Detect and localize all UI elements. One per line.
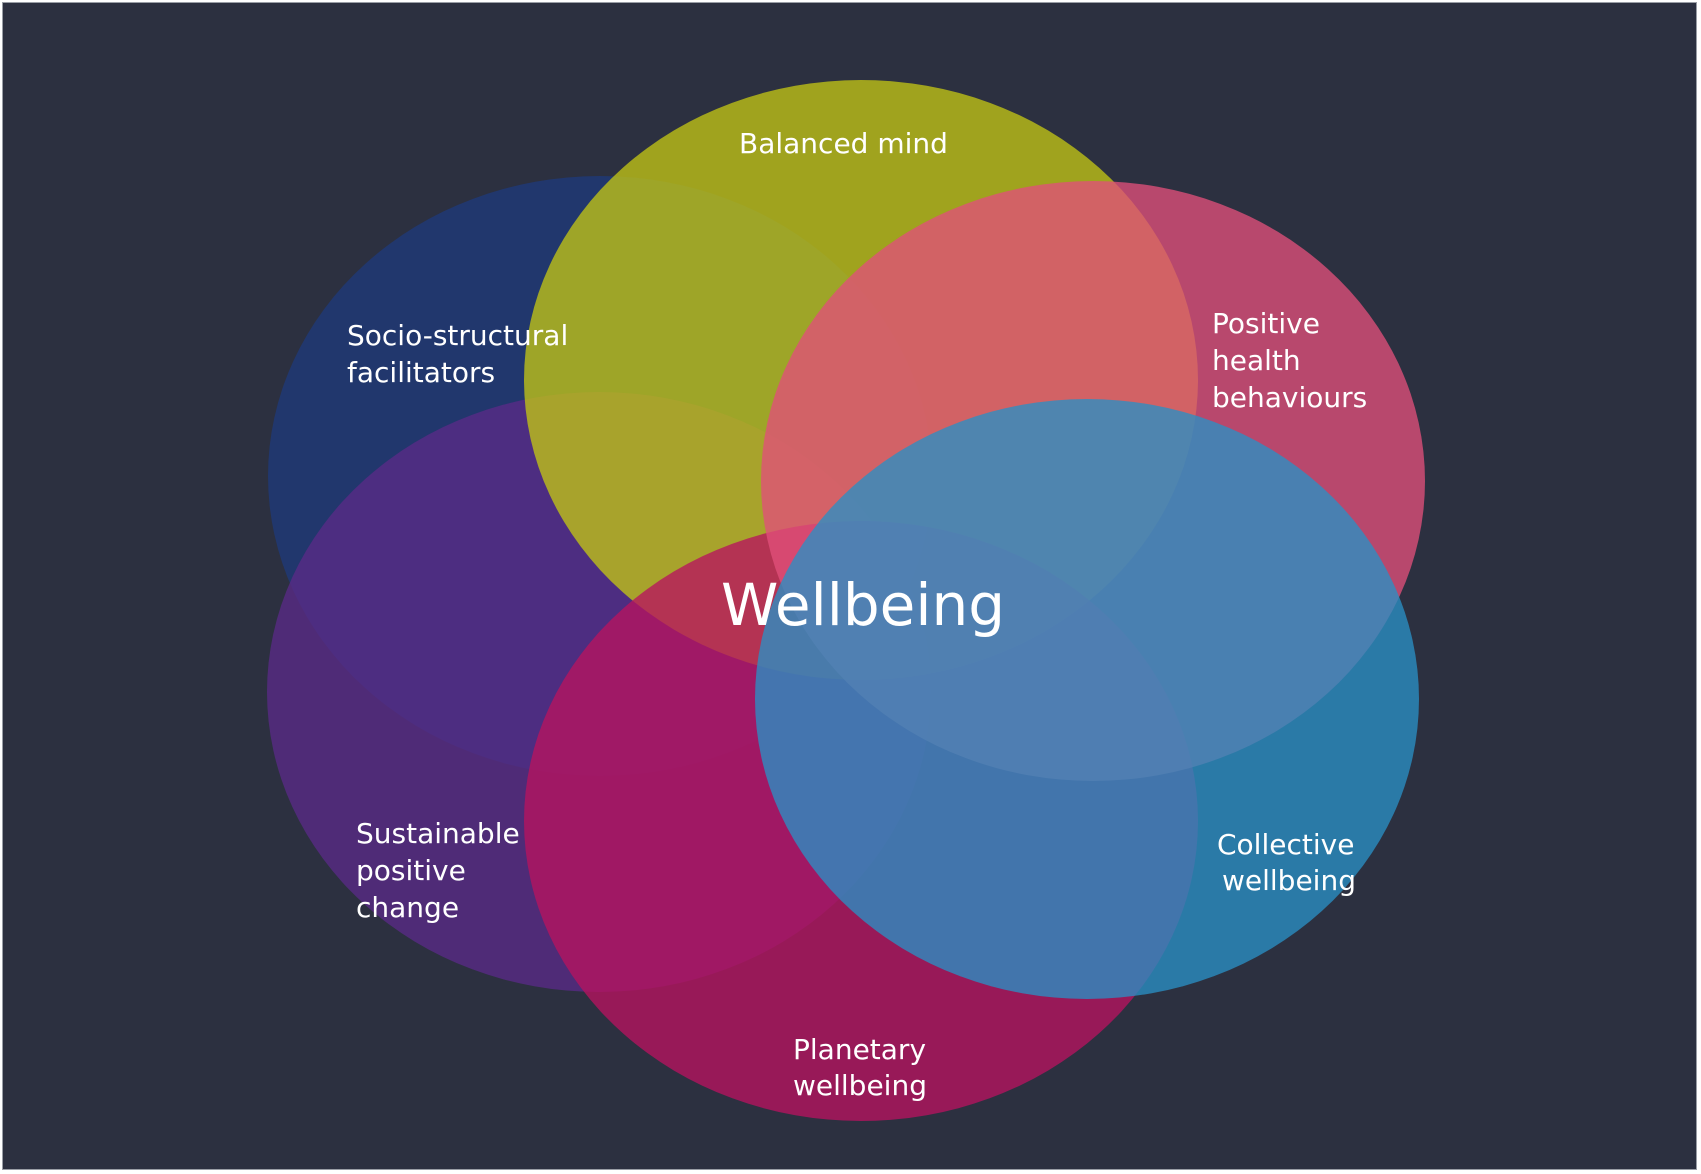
- label-line: change: [356, 891, 459, 924]
- label-line: wellbeing: [793, 1069, 927, 1102]
- label-line: facilitators: [347, 356, 495, 389]
- label-line: Collective: [1217, 828, 1354, 861]
- ellipse-collective-wellbeing: [755, 399, 1419, 999]
- label-line: behaviours: [1212, 381, 1367, 414]
- label-line: Positive: [1212, 307, 1320, 340]
- label-socio-structural-facilitators: Socio-structural facilitators: [347, 319, 577, 389]
- label-sustainable-positive-change: Sustainable positive change: [356, 817, 529, 924]
- label-line: health: [1212, 344, 1301, 377]
- label-line: Balanced mind: [739, 127, 948, 160]
- label-line: Planetary: [793, 1033, 926, 1066]
- wellbeing-venn-diagram: Socio-structural facilitators Sustainabl…: [3, 3, 1696, 1169]
- label-planetary-wellbeing: Planetary wellbeing: [793, 1033, 935, 1102]
- label-balanced-mind: Balanced mind: [739, 127, 948, 160]
- label-line: Sustainable: [356, 817, 520, 850]
- label-line: positive: [356, 854, 466, 887]
- center-label-wellbeing: Wellbeing: [721, 571, 1005, 639]
- label-collective-wellbeing: Collective wellbeing: [1217, 828, 1363, 897]
- label-line: wellbeing: [1222, 864, 1356, 897]
- label-line: Socio-structural: [347, 319, 568, 352]
- label-positive-health-behaviours: Positive health behaviours: [1212, 307, 1367, 414]
